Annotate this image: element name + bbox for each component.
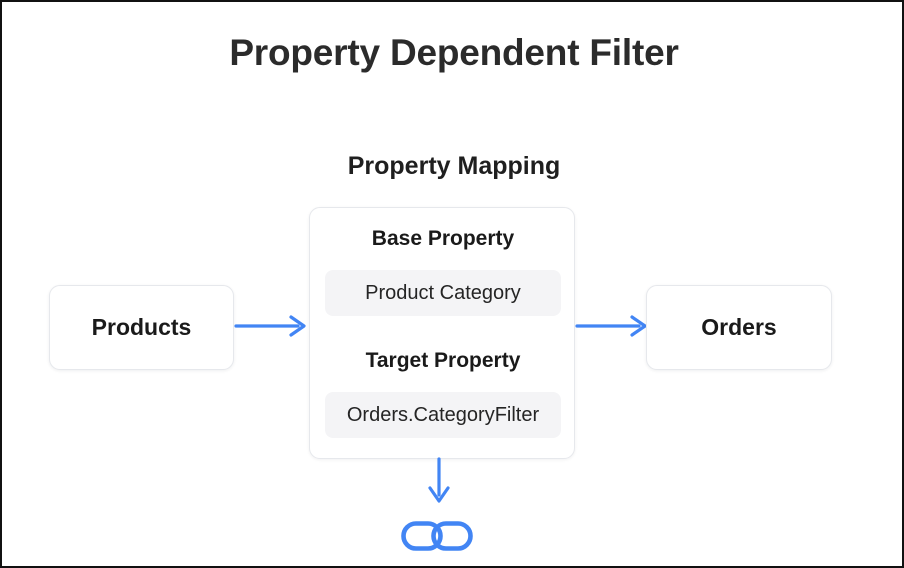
base-property-value-chip[interactable]: Product Category xyxy=(325,270,561,316)
arrow-mapping-to-link xyxy=(422,457,456,512)
arrow-products-to-mapping xyxy=(234,312,310,345)
arrow-down-icon xyxy=(428,457,450,503)
base-property-label: Base Property xyxy=(371,227,515,250)
property-mapping-card[interactable]: Base Property Product Category Target Pr… xyxy=(309,207,575,459)
node-products[interactable]: Products xyxy=(49,285,234,370)
target-property-label: Target Property xyxy=(365,349,521,372)
arrow-right-icon xyxy=(234,315,306,337)
base-property-value: Product Category xyxy=(365,281,521,304)
target-property-value-chip[interactable]: Orders.CategoryFilter xyxy=(325,392,561,438)
arrow-mapping-to-orders xyxy=(575,312,651,345)
node-orders[interactable]: Orders xyxy=(646,285,832,370)
target-property-value: Orders.CategoryFilter xyxy=(346,403,540,426)
node-products-label: Products xyxy=(91,314,192,340)
link-badge[interactable] xyxy=(400,516,474,561)
page-title: Property Dependent Filter xyxy=(229,32,679,73)
node-orders-label: Orders xyxy=(701,314,777,340)
arrow-right-icon xyxy=(575,315,647,337)
link-chain-icon xyxy=(401,521,473,551)
section-heading-property-mapping: Property Mapping xyxy=(347,152,561,180)
